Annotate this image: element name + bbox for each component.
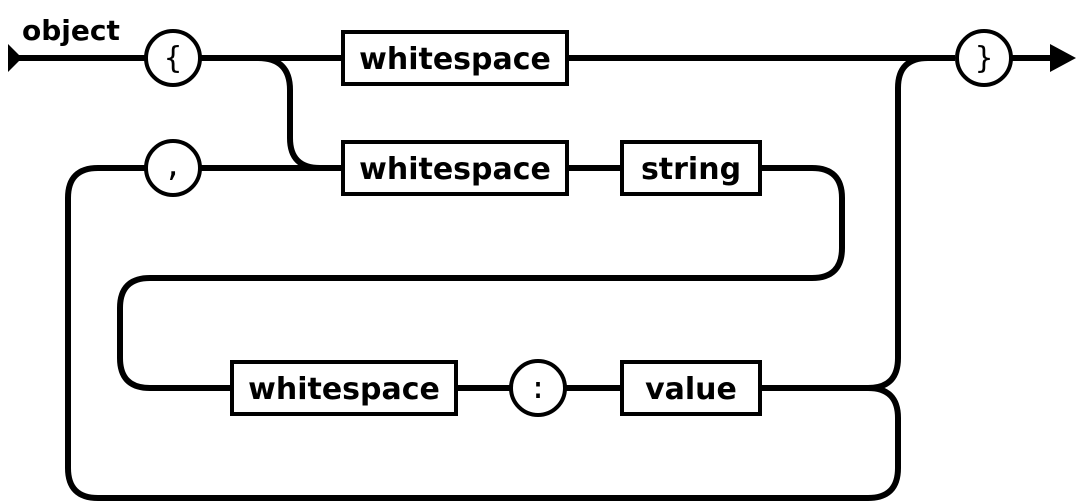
node-whitespace-top-label: whitespace	[359, 42, 551, 77]
rail-value-to-close	[760, 55, 955, 391]
rail-string-loop	[117, 165, 845, 391]
node-whitespace-middle-label: whitespace	[359, 152, 551, 187]
entry-arrow-icon	[8, 44, 22, 72]
terminal-close-brace: }	[955, 29, 1013, 87]
node-whitespace-top: whitespace	[341, 30, 569, 86]
rail-value-repeat-loop	[65, 165, 901, 501]
node-whitespace-bottom: whitespace	[230, 360, 458, 416]
terminal-colon-label: :	[529, 371, 547, 406]
terminal-comma: ,	[144, 139, 202, 197]
exit-arrow-icon	[1050, 44, 1076, 72]
diagram-title: object	[22, 14, 120, 47]
node-whitespace-middle: whitespace	[341, 140, 569, 196]
terminal-colon: :	[509, 359, 567, 417]
terminal-open-brace-label: {	[164, 41, 182, 76]
node-value: value	[620, 360, 762, 416]
node-string-label: string	[641, 152, 741, 187]
terminal-comma-label: ,	[164, 149, 182, 184]
rail-branch-members	[257, 55, 343, 171]
node-string: string	[620, 140, 762, 196]
node-whitespace-bottom-label: whitespace	[248, 372, 440, 407]
node-value-label: value	[645, 372, 737, 407]
terminal-close-brace-label: }	[975, 41, 993, 76]
terminal-open-brace: {	[144, 29, 202, 87]
